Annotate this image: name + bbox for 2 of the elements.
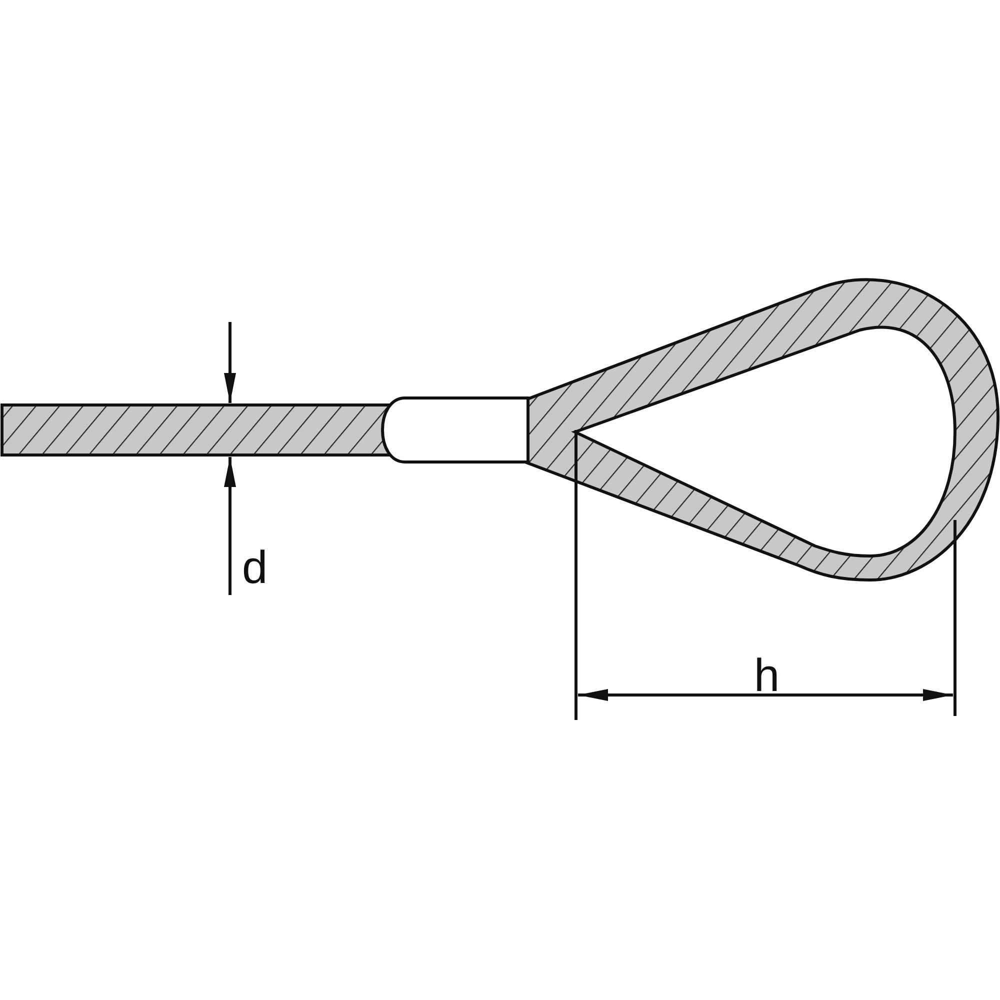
dimension-label: h <box>754 652 780 698</box>
dimension-label: d <box>242 544 268 590</box>
